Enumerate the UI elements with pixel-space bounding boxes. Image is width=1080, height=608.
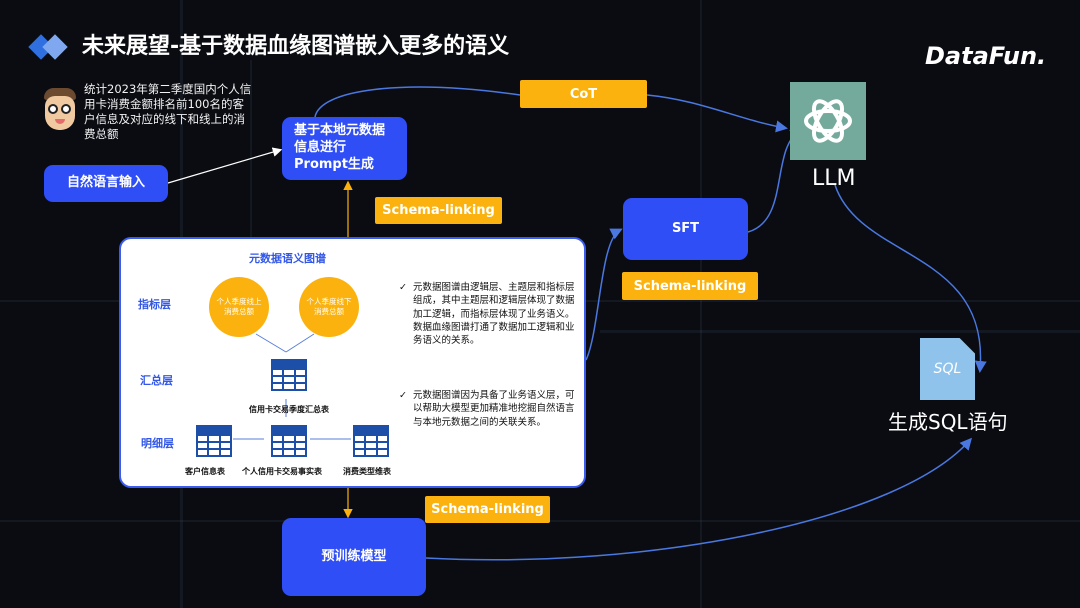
sql-icon-text: SQL: [933, 361, 962, 377]
sql-output-label: 生成SQL语句: [888, 410, 1008, 434]
metadata-graph-panel: 元数据语义图谱 指标层 汇总层 明细层 个人季度线上消费总额 个人季度线下消费总…: [119, 237, 586, 488]
llm-label: LLM: [812, 166, 856, 191]
bullet-2: ✓ 元数据图谱因为具备了业务语义层，可以帮助大模型更加精准地挖掘自然语言与本地元数…: [399, 389, 579, 429]
customer-table-label: 客户信息表: [185, 467, 225, 476]
panel-title: 元数据语义图谱: [249, 252, 326, 265]
prompt-gen-node[interactable]: 基于本地元数据信息进行Prompt生成: [282, 117, 407, 180]
dim-table-label: 消费类型维表: [343, 467, 391, 476]
datafun-logo: DataFun.: [925, 42, 1047, 70]
sft-node[interactable]: SFT: [623, 198, 748, 260]
avatar: [42, 88, 78, 134]
schema-linking-label-1: Schema-linking: [375, 197, 502, 224]
prompt-gen-label: 基于本地元数据信息进行Prompt生成: [294, 123, 386, 172]
nl-input-label: 自然语言输入: [66, 175, 145, 191]
summary-table-label: 信用卡交易季度汇总表: [249, 405, 329, 414]
nl-input-node[interactable]: 自然语言输入: [44, 165, 168, 202]
schema-linking-label-3: Schema-linking: [425, 496, 550, 523]
metric-offline: 个人季度线下消费总额: [299, 277, 359, 337]
metric-online: 个人季度线上消费总额: [209, 277, 269, 337]
bullet-2-text: 元数据图谱因为具备了业务语义层，可以帮助大模型更加精准地挖掘自然语言与本地元数据…: [413, 390, 575, 428]
cot-label: CoT: [520, 80, 647, 108]
sql-file-icon: SQL: [920, 338, 975, 400]
bullet-1: ✓ 元数据图谱由逻辑层、主题层和指标层组成，其中主题层和逻辑层体现了数据加工逻辑，…: [399, 281, 579, 347]
layer-detail: 明细层: [141, 437, 174, 450]
customer-table-icon: [196, 425, 232, 457]
bullet-1-text: 元数据图谱由逻辑层、主题层和指标层组成，其中主题层和逻辑层体现了数据加工逻辑，而…: [413, 282, 575, 347]
summary-table-icon: [271, 359, 307, 391]
check-icon: ✓: [399, 282, 407, 293]
pretrain-label: 预训练模型: [321, 548, 387, 564]
schema-linking-label-2: Schema-linking: [622, 272, 758, 300]
layer-summary: 汇总层: [140, 374, 173, 387]
layer-metric: 指标层: [138, 298, 171, 311]
diamond-logo-icon: [28, 32, 70, 62]
page-title: 未来展望-基于数据血缘图谱嵌入更多的语义: [82, 34, 510, 59]
fact-table-label: 个人信用卡交易事实表: [242, 467, 322, 476]
fact-table-icon: [271, 425, 307, 457]
llm-logo-icon: [790, 82, 866, 160]
sft-label: SFT: [671, 220, 700, 236]
pretrain-node[interactable]: 预训练模型: [282, 518, 426, 596]
check-icon: ✓: [399, 390, 407, 401]
dim-table-icon: [353, 425, 389, 457]
question-text: 统计2023年第二季度国内个人信用卡消费金额排名前100名的客户信息及对应的线下…: [84, 82, 252, 141]
